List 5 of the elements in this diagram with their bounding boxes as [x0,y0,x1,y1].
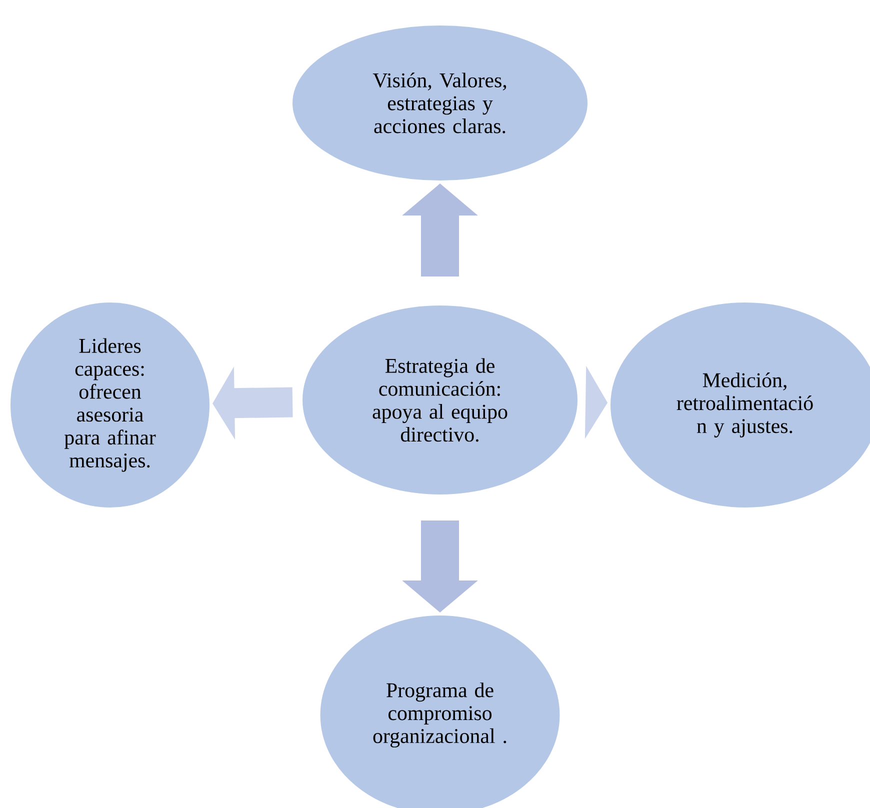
ellipse-node: Programa de compromiso organizacional . [319,614,561,808]
ellipse-node: Estrategia de comunicación: apoya al equipo directivo. [302,304,578,496]
ellipse-node: Visión, Valores, estrategias y acciones claras. [292,24,588,182]
ellipse-node: Medición, retroalimentació n y ajustes. [610,302,870,508]
ellipse-node: Lideres capaces: ofrecen asesoria para afinar mensajes. [10,302,210,508]
